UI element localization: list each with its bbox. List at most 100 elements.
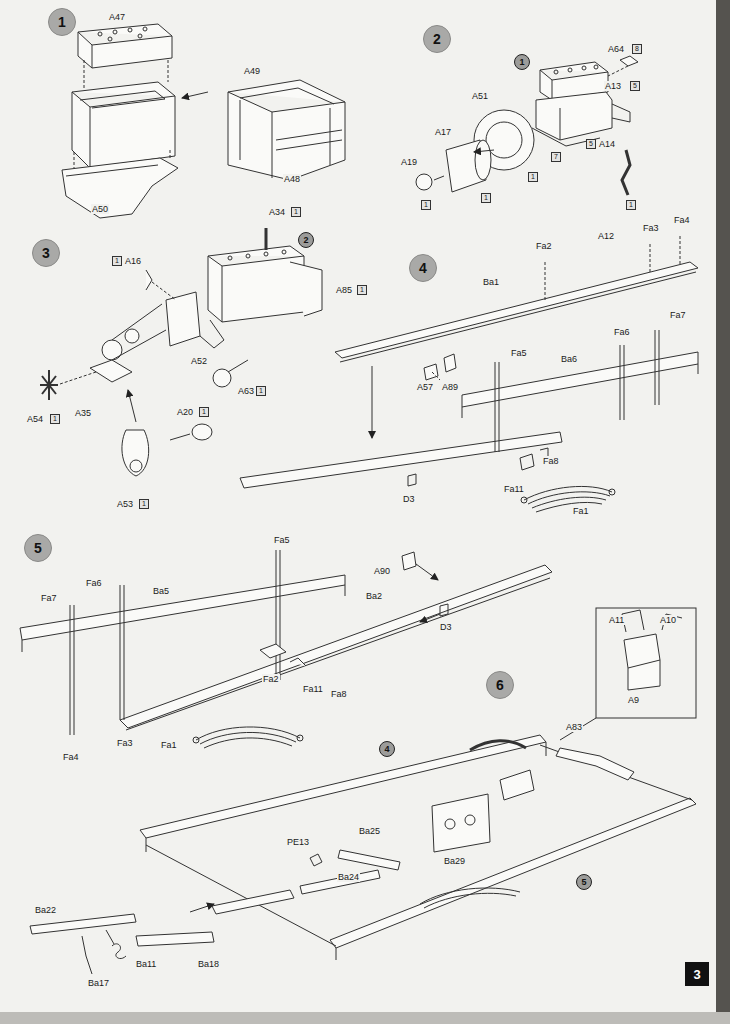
step4-frame-rail-part (335, 262, 698, 358)
quantity-tag: 1 (50, 414, 60, 424)
step5-frame-rail-part (260, 644, 306, 666)
step-number-text: 5 (34, 540, 42, 556)
part-label: Fa3 (116, 738, 134, 748)
step5-frame-rail-part (126, 578, 550, 730)
step3-engine-part (228, 360, 248, 372)
step6-chassis-part (136, 932, 214, 946)
quantity-tag: 8 (632, 44, 642, 54)
step1-engine (62, 24, 345, 218)
part-label: A52 (190, 356, 208, 366)
part-label: A20 (176, 407, 194, 417)
part-label: Fa2 (262, 674, 280, 684)
step5-frame-rail-part (402, 552, 416, 570)
part-label: Ba2 (365, 591, 383, 601)
step6-chassis-part (338, 850, 400, 870)
part-label: A12 (597, 231, 615, 241)
part-label: Fa4 (673, 215, 691, 225)
part-label: Ba17 (87, 978, 110, 988)
step6-chassis-part (146, 742, 546, 852)
step-number-text: 6 (496, 677, 504, 693)
part-label: A17 (434, 127, 452, 137)
page-ground-part (0, 1012, 730, 1024)
quantity-tag: 1 (626, 200, 636, 210)
step2-engine-part (620, 56, 638, 66)
step3-engine-part (112, 304, 166, 360)
page-number-text: 3 (693, 967, 700, 982)
step1-engine-part (128, 28, 132, 32)
step4-frame-rail-part (495, 362, 499, 452)
step3-engine-part (146, 270, 152, 290)
step4-frame-rail-part (444, 354, 456, 372)
step-number: 3 (32, 239, 60, 267)
part-label: Ba29 (443, 856, 466, 866)
step5-frame-rail-part (20, 575, 345, 640)
step4-frame-rail (240, 236, 698, 512)
step6-chassis-part (432, 794, 490, 852)
step5-frame-rail-part (120, 585, 124, 720)
step6-chassis-part (310, 854, 322, 866)
part-label: Ba25 (358, 826, 381, 836)
step2-engine-part (486, 122, 522, 158)
step2-engine-part (608, 66, 628, 76)
step6-chassis-part (336, 948, 337, 960)
part-label: A83 (565, 722, 583, 732)
step1-engine-part (108, 37, 112, 41)
step3-engine-part (282, 250, 286, 254)
step5-frame-rail-part (420, 614, 440, 622)
quantity-tag: 1 (256, 386, 266, 396)
step1-engine-part (80, 91, 165, 108)
step1-engine-part (113, 30, 117, 34)
step3-engine-part (130, 460, 142, 472)
step4-frame-rail-part (524, 486, 612, 512)
step2-engine-part (568, 68, 572, 72)
step2-engine-part (622, 150, 630, 195)
quantity-tag: 5 (586, 139, 596, 149)
part-label: A85 (335, 285, 353, 295)
step2-engine-part (612, 104, 630, 122)
step6-chassis-part (212, 890, 294, 914)
step5-frame-rail-part (416, 564, 438, 580)
step6-chassis-part (30, 914, 136, 934)
step2-engine-part (554, 70, 558, 74)
step1-engine-part (66, 165, 158, 176)
part-label: Fa5 (510, 348, 528, 358)
reference-circle: 5 (576, 874, 592, 890)
step6-chassis-part (300, 870, 380, 894)
step5-frame-rail (20, 550, 552, 748)
step1-engine-part (276, 130, 342, 150)
step6-chassis-part (445, 819, 455, 829)
step3-engine-part (228, 256, 232, 260)
part-label: A9 (627, 695, 640, 705)
step5-frame-rail-part (70, 605, 74, 735)
quantity-tag: 1 (481, 193, 491, 203)
step5-frame-rail-part (120, 565, 552, 728)
part-label: D3 (439, 622, 453, 632)
step2-engine-part (416, 174, 432, 190)
step6-chassis-part (556, 748, 634, 780)
step3-engine-part (128, 390, 136, 422)
step4-frame-rail-part (432, 372, 440, 380)
step5-frame-rail-part (276, 550, 280, 680)
step4-frame-rail-part (462, 364, 698, 418)
step4-frame-rail-part (424, 364, 438, 380)
step3-engine-part (125, 329, 139, 343)
part-label: Ba1 (482, 277, 500, 287)
step3-engine-part (265, 228, 268, 250)
step2-engine-part (582, 66, 586, 70)
step5-frame-rail-part (193, 737, 199, 743)
step3-engine-part (170, 434, 190, 440)
step1-engine-part (240, 88, 334, 165)
reference-circle-text: 4 (384, 744, 389, 754)
step6-chassis-part (82, 936, 92, 974)
step3-engine-part (166, 292, 200, 346)
step6-chassis-part (465, 815, 475, 825)
part-label: Ba11 (135, 959, 157, 969)
part-label: A19 (400, 157, 418, 167)
step4-frame-rail-part (240, 432, 562, 488)
reference-circle: 1 (514, 54, 530, 70)
step3-engine-part (122, 430, 149, 476)
step3-engine-part (192, 424, 212, 440)
step2-engine-part (536, 92, 612, 140)
